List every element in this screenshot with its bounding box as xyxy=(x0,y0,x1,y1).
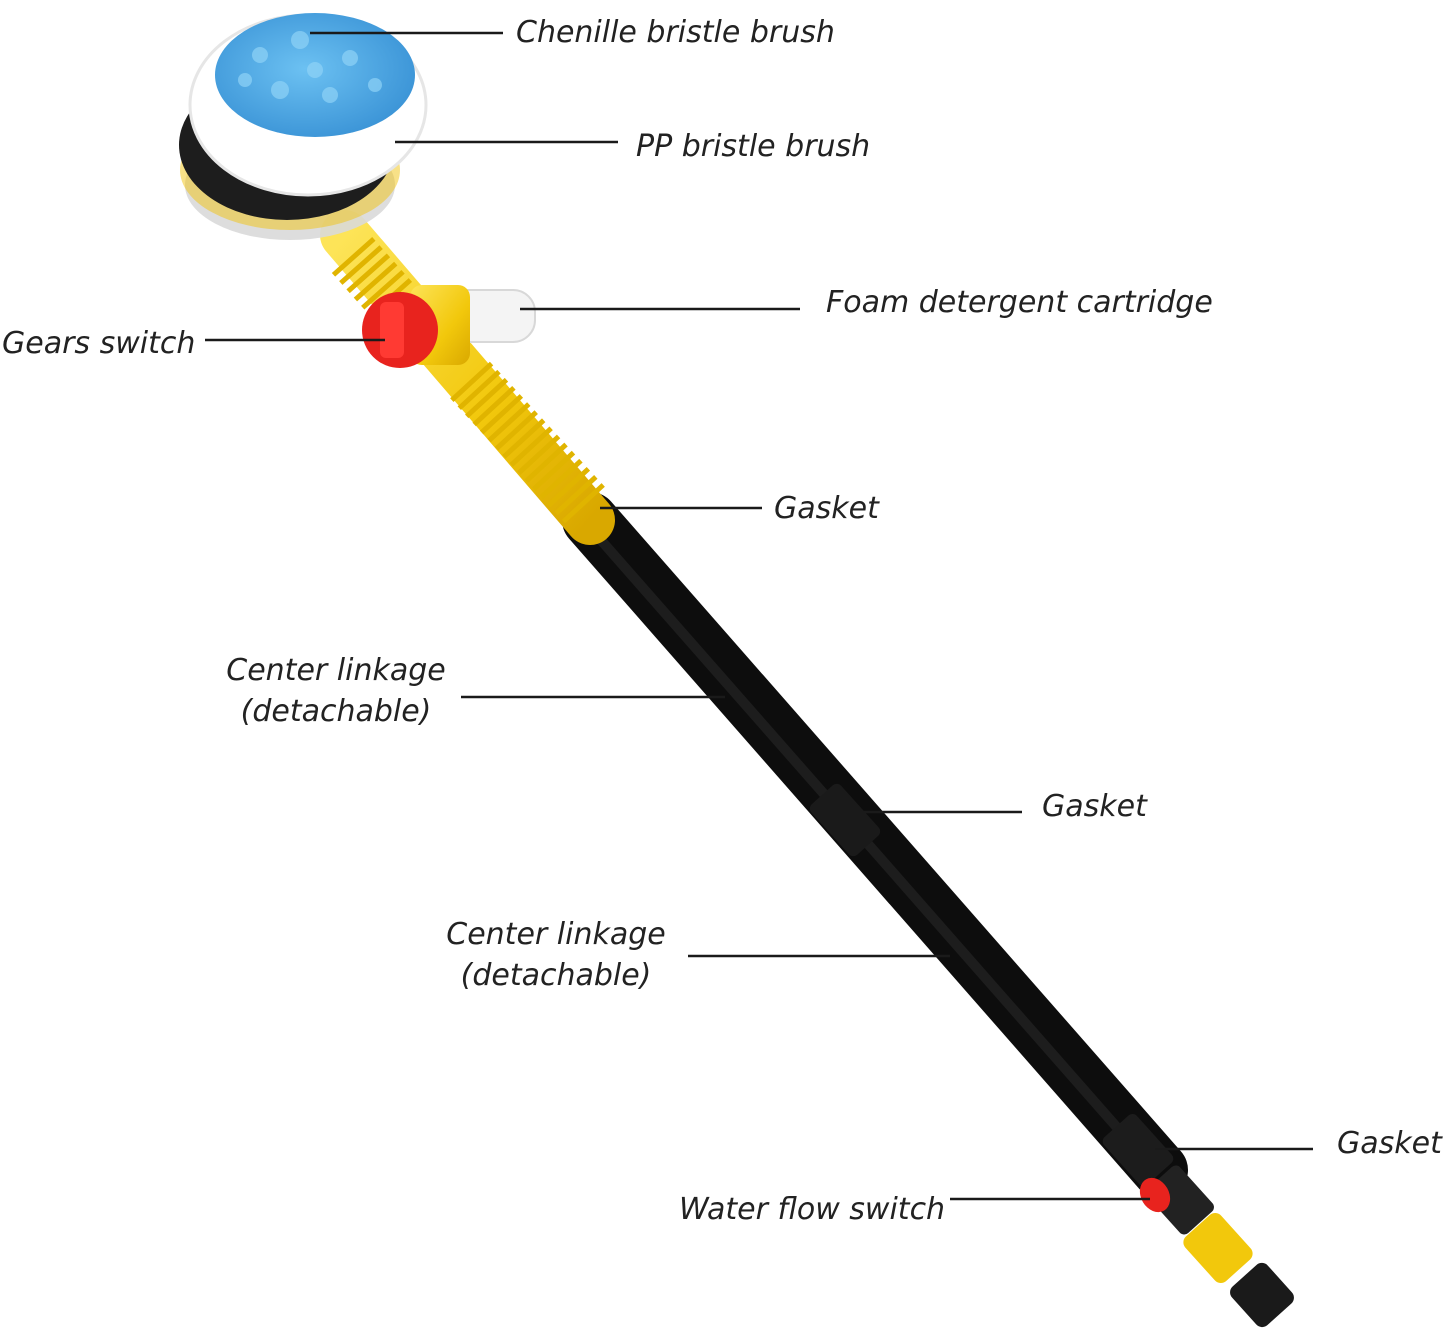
label-gasket-bottom: Gasket xyxy=(1337,1126,1442,1161)
label-center-linkage-1-line-2: (detachable) xyxy=(240,694,432,729)
label-pp-bristle-brush: PP bristle brush xyxy=(636,129,871,164)
gasket-bottom-part xyxy=(1102,1113,1214,1235)
label-chenille-bristle-brush: Chenille bristle brush xyxy=(516,15,835,50)
label-center-linkage-2-line-1: Center linkage xyxy=(446,917,666,952)
label-gears-switch: Gears switch xyxy=(2,326,196,361)
label-center-linkage-1-line-1: Center linkage xyxy=(226,653,446,688)
water-flow-switch-part xyxy=(1139,1177,1171,1213)
label-foam-detergent-cartridge: Foam detergent cartridge xyxy=(826,285,1213,320)
pole xyxy=(562,492,1188,1198)
hose-connector xyxy=(1183,1212,1294,1328)
label-center-linkage-2-line-2: (detachable) xyxy=(460,958,652,993)
brush-head xyxy=(179,13,428,240)
gasket-middle-part xyxy=(809,783,881,857)
label-gasket-top: Gasket xyxy=(774,491,879,526)
label-water-flow-switch: Water flow switch xyxy=(679,1192,946,1227)
label-gasket-middle: Gasket xyxy=(1042,789,1147,824)
yellow-neck xyxy=(320,210,615,545)
label-center-linkage-2: Center linkage (detachable) xyxy=(446,914,666,996)
gears-switch-part xyxy=(362,292,438,368)
label-center-linkage-1: Center linkage (detachable) xyxy=(226,650,446,732)
